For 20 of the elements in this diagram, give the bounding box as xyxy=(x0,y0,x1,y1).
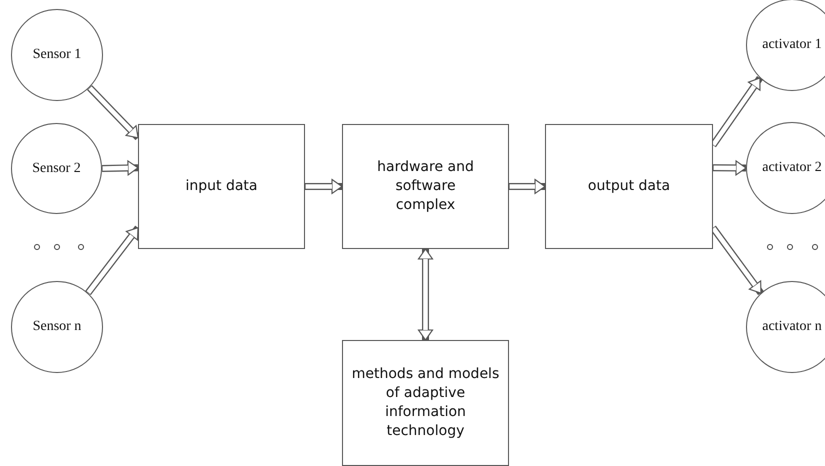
node-label: Sensor 2 xyxy=(32,160,81,176)
node-label: hardware and software complex xyxy=(376,158,475,215)
node-label: activator 2 xyxy=(762,160,822,176)
hollow-arrow xyxy=(418,248,434,341)
hollow-arrow xyxy=(305,178,343,194)
process-box xyxy=(342,340,509,466)
hollow-arrow xyxy=(509,178,546,194)
node-label: methods and models of adaptive information technology xyxy=(350,365,500,441)
process-box xyxy=(342,124,509,249)
process-box xyxy=(545,124,713,249)
hollow-arrow xyxy=(712,160,747,176)
node-circle xyxy=(746,0,825,91)
node-label: activator n xyxy=(762,319,822,335)
node-label: activator 1 xyxy=(762,37,822,53)
node-label: Sensor n xyxy=(32,319,82,335)
process-box xyxy=(138,124,305,249)
node-label: Sensor 1 xyxy=(32,47,82,63)
hollow-arrow xyxy=(102,160,139,176)
node-label: input data xyxy=(186,177,258,196)
node-label: output data xyxy=(588,177,670,196)
